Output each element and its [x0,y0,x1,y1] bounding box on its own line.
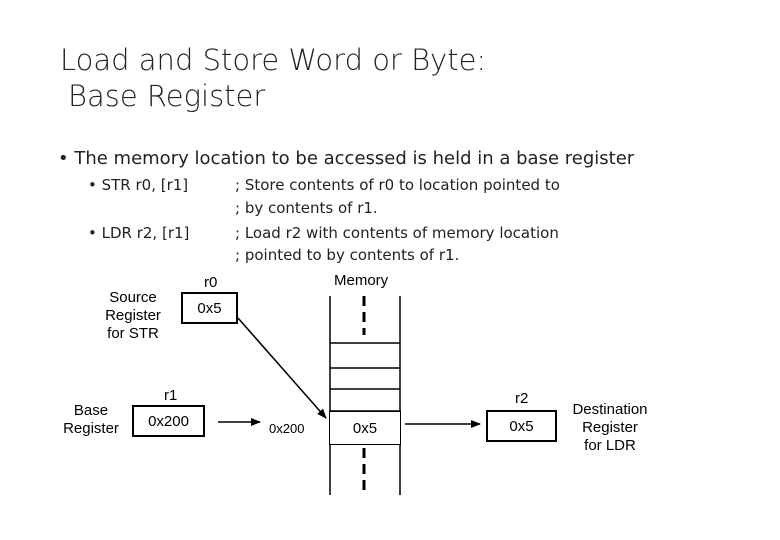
r1-label: r1 [164,387,178,404]
title-line-1: Load and Store Word or Byte: [60,43,487,77]
memory-cell-value: 0x5 [352,419,378,437]
base-label-line-1: Base [73,402,109,419]
ldr-bullet: • LDR r2, [r1] [88,224,190,242]
base-register-label: Base Register [56,402,126,438]
str-instruction: STR r0, [r1] [101,176,189,194]
main-bullet-text: The memory location to be accessed is he… [74,148,635,169]
str-comment-line-1: ; Store contents of r0 to location point… [235,176,560,194]
ldr-comment-line-2: ; pointed to by contents of r1. [235,246,460,264]
memory-block [329,296,401,495]
r2-label: r2 [515,390,529,407]
r1-register: 0x200 [132,405,205,437]
source-register-label: Source Register for STR [96,289,170,343]
source-label-line-3: for STR [107,325,159,342]
str-comment-line-2: ; by contents of r1. [235,199,378,217]
address-label: 0x200 [269,421,305,436]
source-label-line-1: Source [109,289,157,306]
dest-label-line-3: for LDR [584,437,636,454]
r0-label: r0 [204,274,218,291]
title-line-2: Base Register [68,79,266,113]
destination-register-label: Destination Register for LDR [560,401,660,455]
memory-cell: 0x5 [329,411,401,445]
r2-value: 0x5 [509,417,534,435]
slide-title: Load and Store Word or Byte: Base Regist… [60,42,486,114]
ldr-instruction: LDR r2, [r1] [101,224,190,242]
r2-register: 0x5 [486,410,557,442]
memory-label: Memory [334,272,389,289]
str-bullet: • STR r0, [r1] [88,176,189,194]
source-label-line-2: Register [105,307,161,324]
main-bullet: • The memory location to be accessed is … [58,148,635,169]
dest-label-line-2: Register [582,419,638,436]
r0-register: 0x5 [181,292,238,324]
dest-label-line-1: Destination [572,401,648,418]
base-label-line-2: Register [63,420,119,437]
r1-value: 0x200 [148,412,189,430]
r0-value: 0x5 [197,299,222,317]
ldr-comment-line-1: ; Load r2 with contents of memory locati… [235,224,559,242]
store-arrow [237,317,327,419]
